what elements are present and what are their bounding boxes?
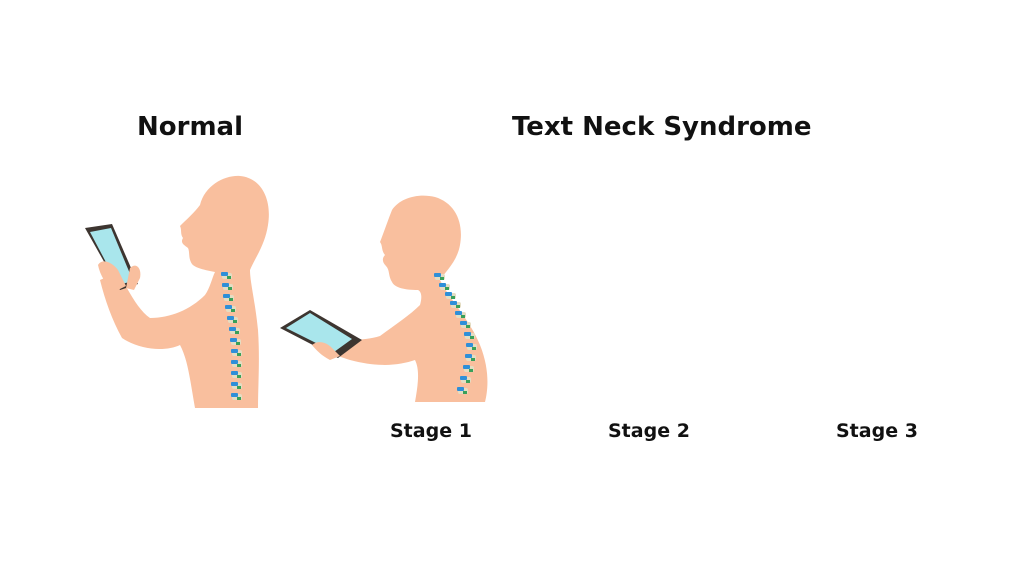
title-normal: Normal [137,112,243,142]
figure-stage-1 [280,195,488,402]
label-stage-1: Stage 1 [390,420,472,442]
tablet-icon [85,224,138,290]
figure-normal [85,175,269,408]
label-stage-3: Stage 3 [836,420,918,442]
tablet-icon [280,310,362,358]
title-text-neck-syndrome: Text Neck Syndrome [512,112,812,142]
label-stage-2: Stage 2 [608,420,690,442]
